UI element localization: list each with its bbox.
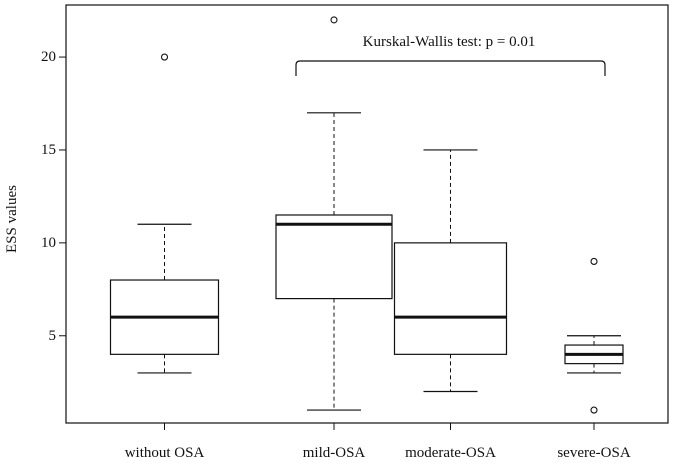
plot-frame: [65, 4, 669, 424]
outlier-point: [590, 406, 598, 414]
box-group: [393, 149, 508, 393]
x-tick-label: severe-OSA: [557, 445, 630, 461]
y-tick-label: 15: [41, 142, 56, 158]
iqr-box: [275, 214, 393, 300]
box-group: [564, 257, 624, 414]
significance-label: Kurskal-Wallis test: p = 0.01: [363, 34, 536, 50]
outlier-point: [160, 53, 169, 61]
y-axis: 5 10 15 20: [41, 49, 66, 344]
significance-bracket: [295, 60, 606, 76]
y-tick-label: 5: [49, 328, 57, 344]
box-group: [109, 53, 220, 374]
annotations-layer: Kurskal-Wallis test: p = 0.01: [295, 34, 606, 76]
x-axis: without OSA mild-OSA moderate-OSA severe-OS…: [125, 423, 631, 461]
y-axis-label: ESS values: [4, 185, 20, 253]
y-tick-label: 10: [41, 235, 56, 251]
box-group: [275, 16, 393, 411]
x-tick-label: mild-OSA: [303, 445, 366, 461]
outlier-point: [330, 16, 338, 24]
iqr-box: [393, 242, 508, 355]
x-tick-label: moderate-OSA: [405, 445, 496, 461]
outlier-point: [590, 257, 598, 265]
x-tick-label: without OSA: [125, 445, 205, 461]
boxes-layer: [109, 16, 624, 414]
y-tick-label: 20: [41, 49, 56, 65]
